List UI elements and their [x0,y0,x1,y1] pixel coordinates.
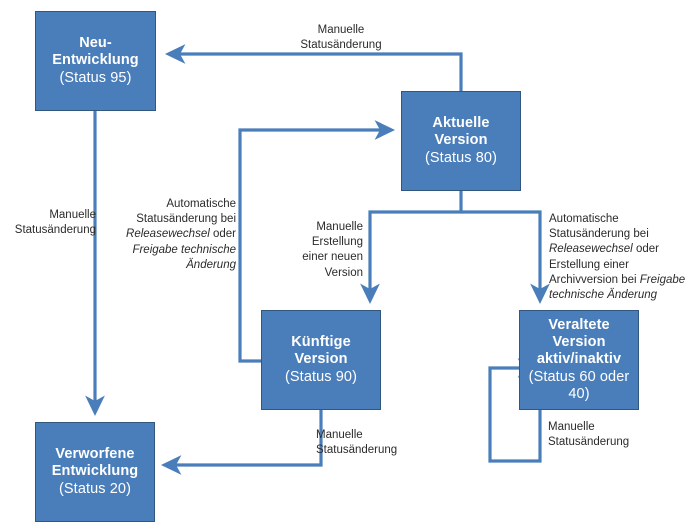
edge-aktuelle-to-veraltete [461,210,550,305]
node-title: Neu-Entwicklung [52,35,139,69]
edge-aktuelle-to-kuenftige [360,191,463,305]
node-status: (Status 80) [424,149,498,166]
node-status: (Status 90) [284,368,358,385]
node-status: (Status 60 oder 40) [528,368,630,402]
node-neu-entwicklung[interactable]: Neu-Entwicklung (Status 95) [35,11,156,111]
node-status: (Status 20) [58,480,132,497]
edge-aktuelle-to-neu [164,44,463,91]
node-status: (Status 95) [59,69,132,86]
edge-veraltete-self-loop [488,358,542,463]
edge-kuenftige-to-aktuelle [238,120,396,363]
edge-kuenftige-to-verworfene [160,410,323,475]
